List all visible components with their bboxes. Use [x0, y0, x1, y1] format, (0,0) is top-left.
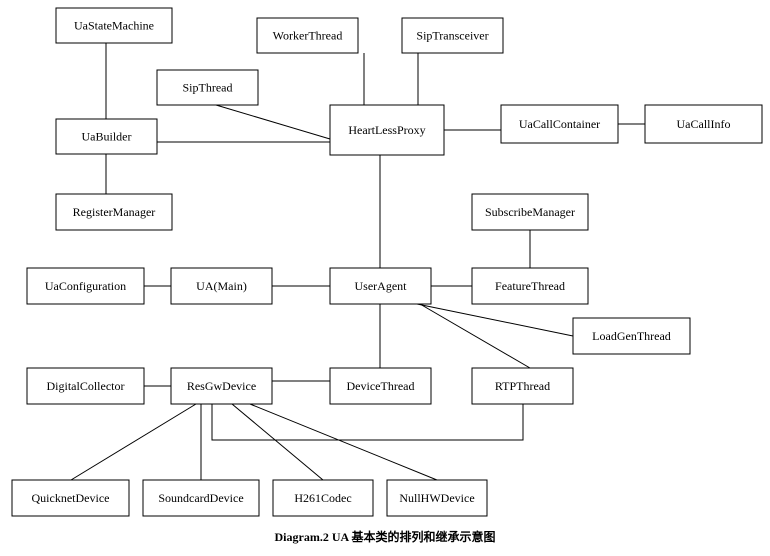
- node-box-siptransceiver[interactable]: [401, 17, 504, 54]
- node-label-sipthread: SipThread: [183, 80, 233, 94]
- node-box-nullhwdevice[interactable]: [386, 479, 488, 517]
- class-node-quicknetdevice[interactable]: QuicknetDevice: [11, 479, 130, 517]
- class-node-uabuilder[interactable]: UaBuilder: [55, 118, 158, 155]
- node-box-workerthread[interactable]: [256, 17, 359, 54]
- node-box-h261codec[interactable]: [272, 479, 374, 517]
- connector-lines-layer: [70, 43, 645, 481]
- class-node-digitalcollector[interactable]: DigitalCollector: [26, 367, 145, 405]
- class-node-heartlessproxy[interactable]: HeartLessProxy: [329, 104, 445, 156]
- class-node-sipthread[interactable]: SipThread: [156, 69, 259, 106]
- node-box-registermanager[interactable]: [55, 193, 173, 231]
- connector-resgwdevice-to-nullhwdevice: [249, 403, 438, 481]
- node-label-rtpthread: RTPThread: [495, 379, 550, 393]
- node-box-uaconfiguration[interactable]: [26, 267, 145, 305]
- node-label-resgwdevice: ResGwDevice: [187, 379, 256, 393]
- class-node-featurethread[interactable]: FeatureThread: [471, 267, 589, 305]
- class-node-devicethread[interactable]: DeviceThread: [329, 367, 432, 405]
- node-box-uacallcontainer[interactable]: [500, 104, 619, 144]
- connector-resgwdevice-to-rtpthread: [211, 404, 524, 441]
- node-label-uastatemachine: UaStateMachine: [74, 18, 154, 32]
- node-label-devicethread: DeviceThread: [347, 379, 415, 393]
- connector-sipthread-to-heartlessproxy: [215, 104, 331, 140]
- class-node-useragent[interactable]: UserAgent: [329, 267, 432, 305]
- class-node-uastatemachine[interactable]: UaStateMachine: [55, 7, 173, 44]
- class-node-siptransceiver[interactable]: SipTransceiver: [401, 17, 504, 54]
- class-node-uacallcontainer[interactable]: UaCallContainer: [500, 104, 619, 144]
- node-label-uabuilder: UaBuilder: [82, 129, 132, 143]
- connector-resgwdevice-to-h261codec: [231, 403, 324, 481]
- node-box-uacallinfo[interactable]: [644, 104, 763, 144]
- node-label-quicknetdevice: QuicknetDevice: [32, 491, 110, 505]
- node-label-loadgenthread: LoadGenThread: [592, 329, 671, 343]
- class-node-loadgenthread[interactable]: LoadGenThread: [572, 317, 691, 355]
- connector-useragent-to-rtpthread: [419, 303, 531, 369]
- node-box-uabuilder[interactable]: [55, 118, 158, 155]
- node-label-soundcarddevice: SoundcardDevice: [158, 491, 243, 505]
- node-label-h261codec: H261Codec: [294, 491, 351, 505]
- node-box-soundcarddevice[interactable]: [142, 479, 260, 517]
- class-node-uaconfiguration[interactable]: UaConfiguration: [26, 267, 145, 305]
- node-label-uacallinfo: UaCallInfo: [677, 117, 731, 131]
- node-box-sipthread[interactable]: [156, 69, 259, 106]
- class-node-uamain[interactable]: UA(Main): [170, 267, 273, 305]
- node-label-registermanager: RegisterManager: [73, 205, 156, 219]
- class-node-registermanager[interactable]: RegisterManager: [55, 193, 173, 231]
- node-box-rtpthread[interactable]: [471, 367, 574, 405]
- node-label-uamain: UA(Main): [196, 279, 247, 293]
- node-box-devicethread[interactable]: [329, 367, 432, 405]
- class-node-resgwdevice[interactable]: ResGwDevice: [170, 367, 273, 405]
- node-box-heartlessproxy[interactable]: [329, 104, 445, 156]
- node-box-subscribemanager[interactable]: [471, 193, 589, 231]
- node-label-heartlessproxy: HeartLessProxy: [348, 123, 425, 137]
- node-box-digitalcollector[interactable]: [26, 367, 145, 405]
- node-label-featurethread: FeatureThread: [495, 279, 565, 293]
- class-node-subscribemanager[interactable]: SubscribeManager: [471, 193, 589, 231]
- node-label-nullhwdevice: NullHWDevice: [399, 491, 474, 505]
- connector-useragent-to-loadgenthread: [416, 303, 574, 337]
- class-node-soundcarddevice[interactable]: SoundcardDevice: [142, 479, 260, 517]
- node-box-featurethread[interactable]: [471, 267, 589, 305]
- class-node-rtpthread[interactable]: RTPThread: [471, 367, 574, 405]
- node-box-loadgenthread[interactable]: [572, 317, 691, 355]
- class-node-workerthread[interactable]: WorkerThread: [256, 17, 359, 54]
- diagram-caption: Diagram.2 UA 基本类的排列和继承示意图: [274, 530, 496, 544]
- node-label-workerthread: WorkerThread: [273, 28, 343, 42]
- class-node-nullhwdevice[interactable]: NullHWDevice: [386, 479, 488, 517]
- node-label-siptransceiver: SipTransceiver: [416, 28, 488, 42]
- node-label-uacallcontainer: UaCallContainer: [519, 117, 600, 131]
- node-box-resgwdevice[interactable]: [170, 367, 273, 405]
- node-box-quicknetdevice[interactable]: [11, 479, 130, 517]
- class-node-h261codec[interactable]: H261Codec: [272, 479, 374, 517]
- node-label-digitalcollector: DigitalCollector: [47, 379, 125, 393]
- node-box-uastatemachine[interactable]: [55, 7, 173, 44]
- node-box-useragent[interactable]: [329, 267, 432, 305]
- node-label-uaconfiguration: UaConfiguration: [45, 279, 126, 293]
- node-label-useragent: UserAgent: [355, 279, 408, 293]
- class-node-uacallinfo[interactable]: UaCallInfo: [644, 104, 763, 144]
- node-label-subscribemanager: SubscribeManager: [485, 205, 575, 219]
- connector-resgwdevice-to-quicknetdevice: [70, 403, 197, 481]
- node-box-uamain[interactable]: [170, 267, 273, 305]
